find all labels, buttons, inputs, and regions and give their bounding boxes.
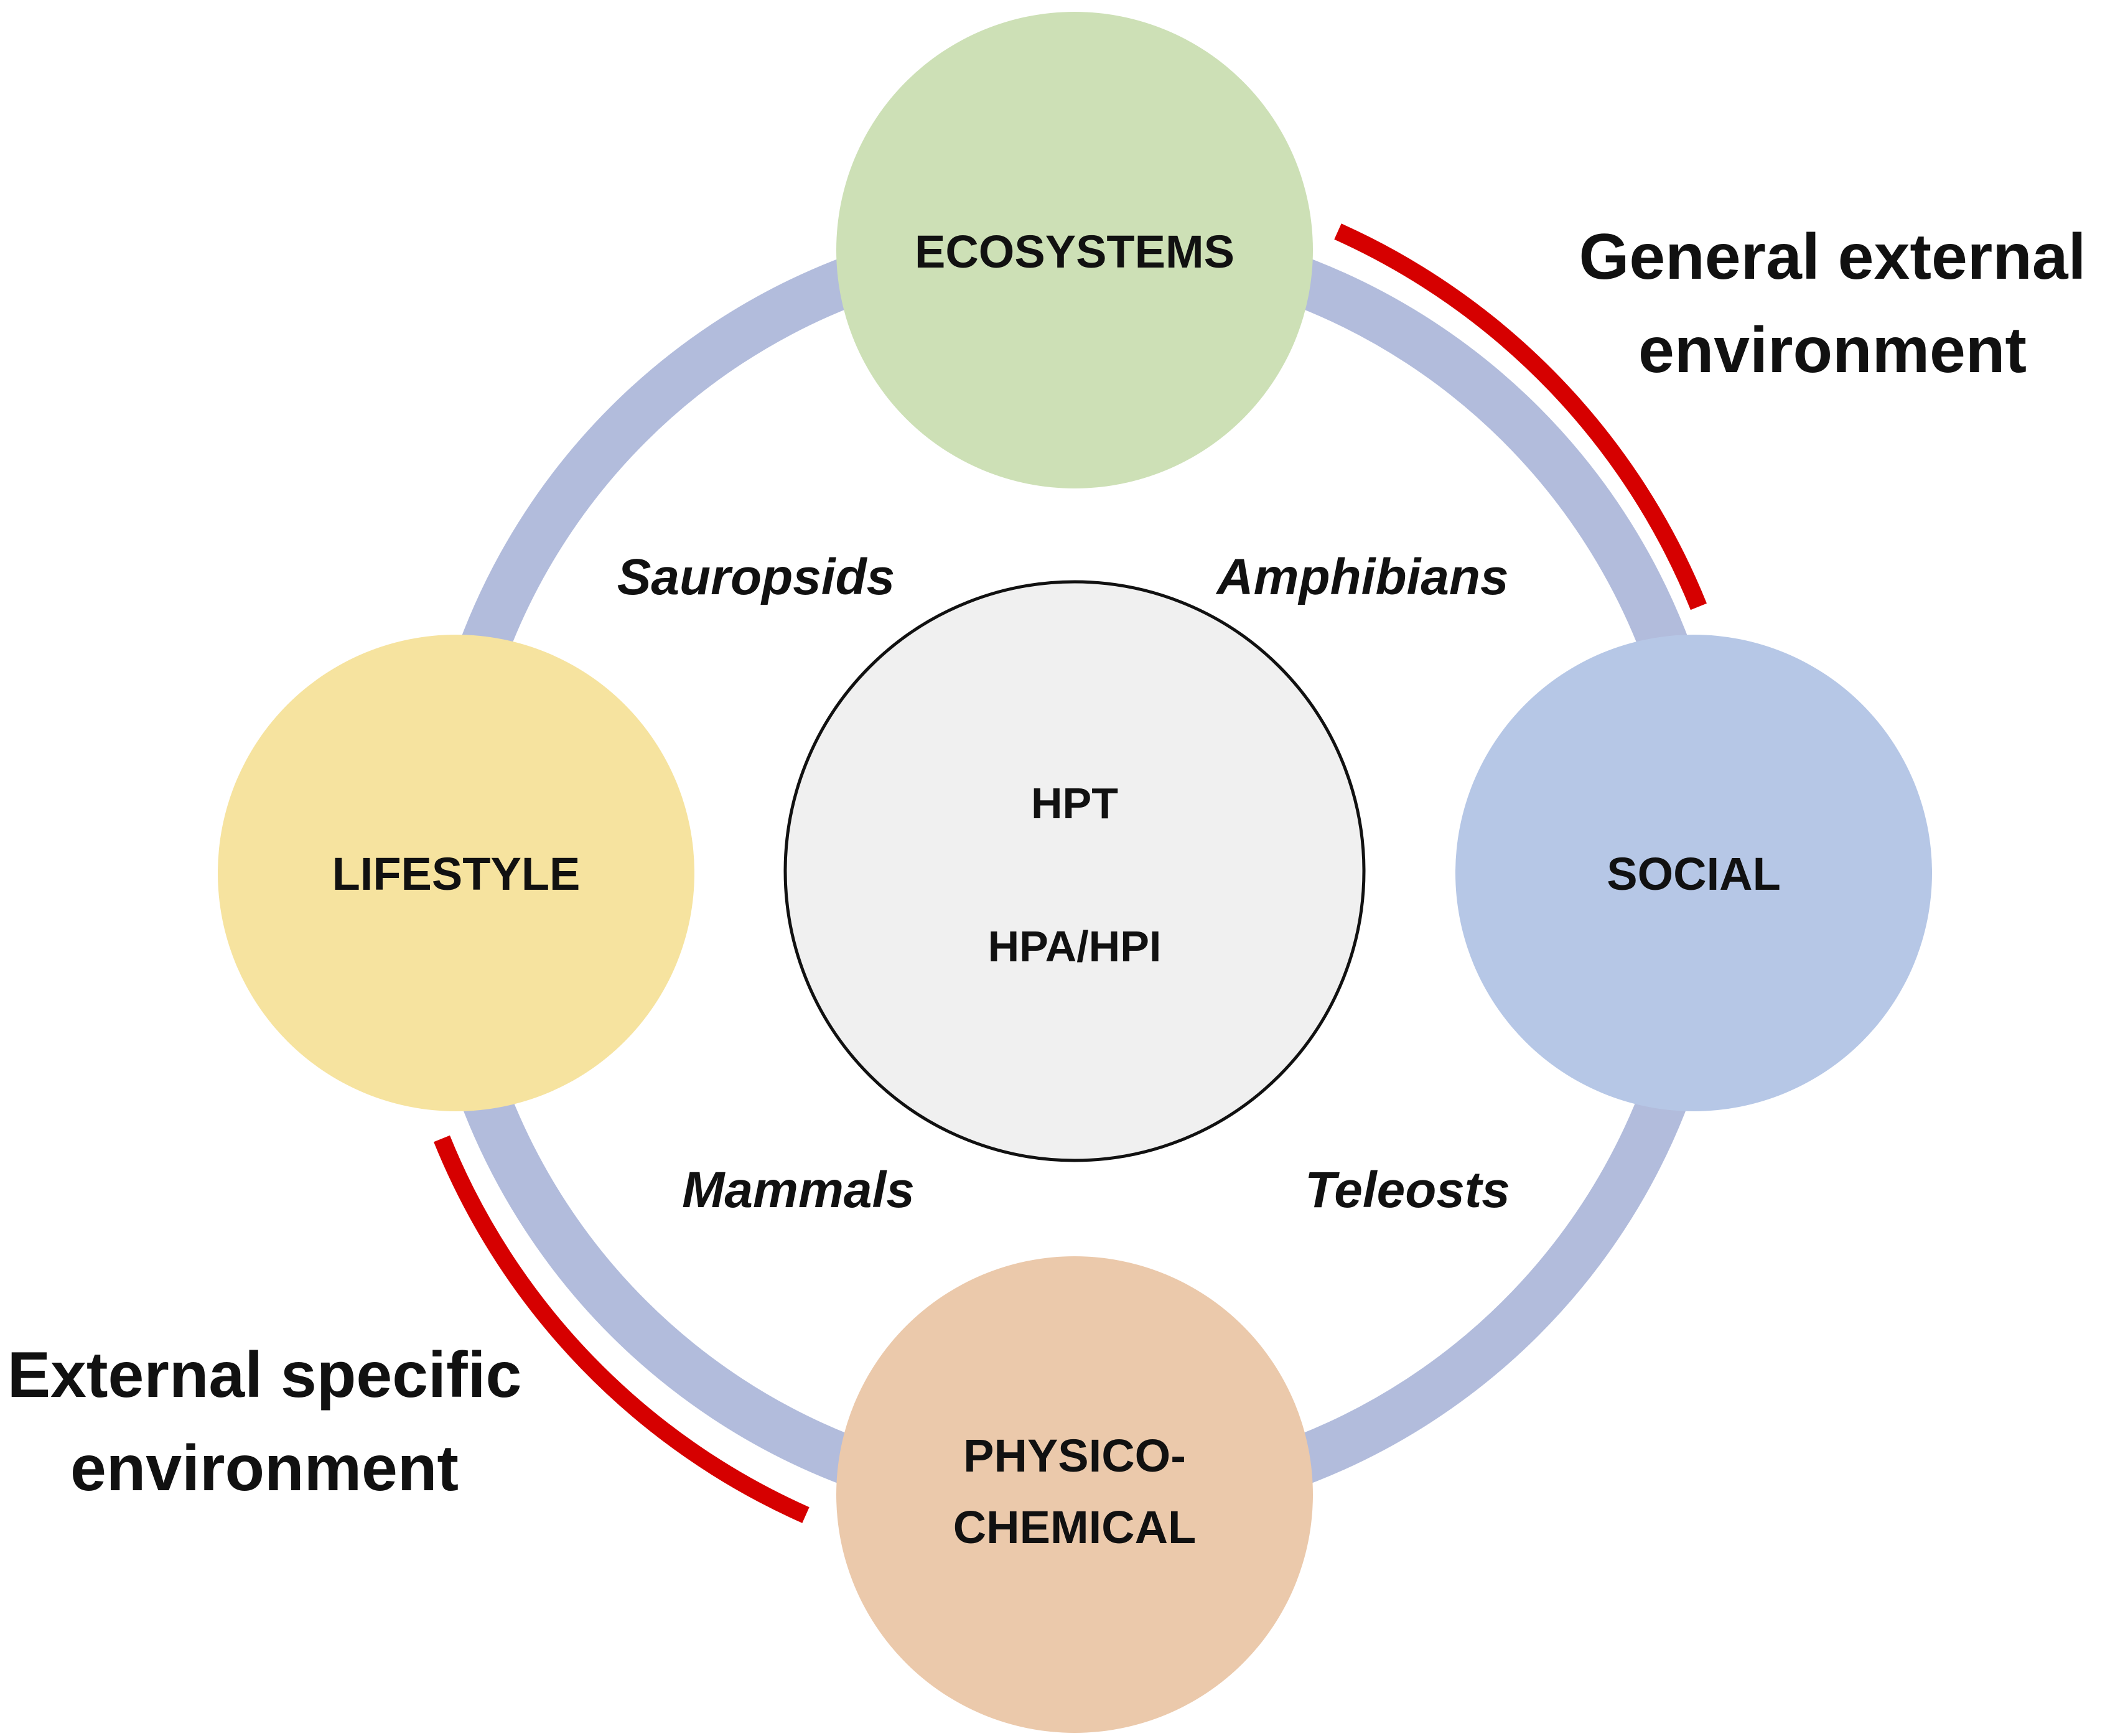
physico-chemical-label-line1: PHYSICO- [963, 1430, 1186, 1482]
social-node [1455, 635, 1932, 1111]
taxon-teleosts: Teleosts [1305, 1162, 1510, 1218]
specific-environment-label-line2: environment [70, 1432, 459, 1505]
core-label-hpa-hpi: HPA/HPI [988, 922, 1162, 971]
taxon-mammals: Mammals [682, 1162, 915, 1218]
general-environment-arc [1334, 223, 1707, 610]
physico-chemical-node [836, 1256, 1313, 1733]
core-label-hpt: HPT [1031, 779, 1118, 828]
general-environment-label-line1: General external [1579, 221, 2086, 293]
ecosystems-node [836, 12, 1313, 488]
core-circle [783, 580, 1366, 1162]
lifestyle-label: LIFESTYLE [332, 848, 581, 900]
specific-environment-label-line1: External specific [7, 1339, 522, 1411]
ecosystems-label: ECOSYSTEMS [915, 226, 1235, 278]
physico-chemical-label-line2: CHEMICAL [953, 1501, 1197, 1553]
social-label: SOCIAL [1607, 848, 1781, 900]
taxon-amphibians: Amphibians [1215, 549, 1508, 605]
taxon-sauropsids: Sauropsids [617, 549, 895, 605]
specific-environment-arc [434, 1135, 810, 1523]
lifestyle-node [218, 635, 694, 1111]
general-environment-label-line2: environment [1638, 314, 2027, 386]
